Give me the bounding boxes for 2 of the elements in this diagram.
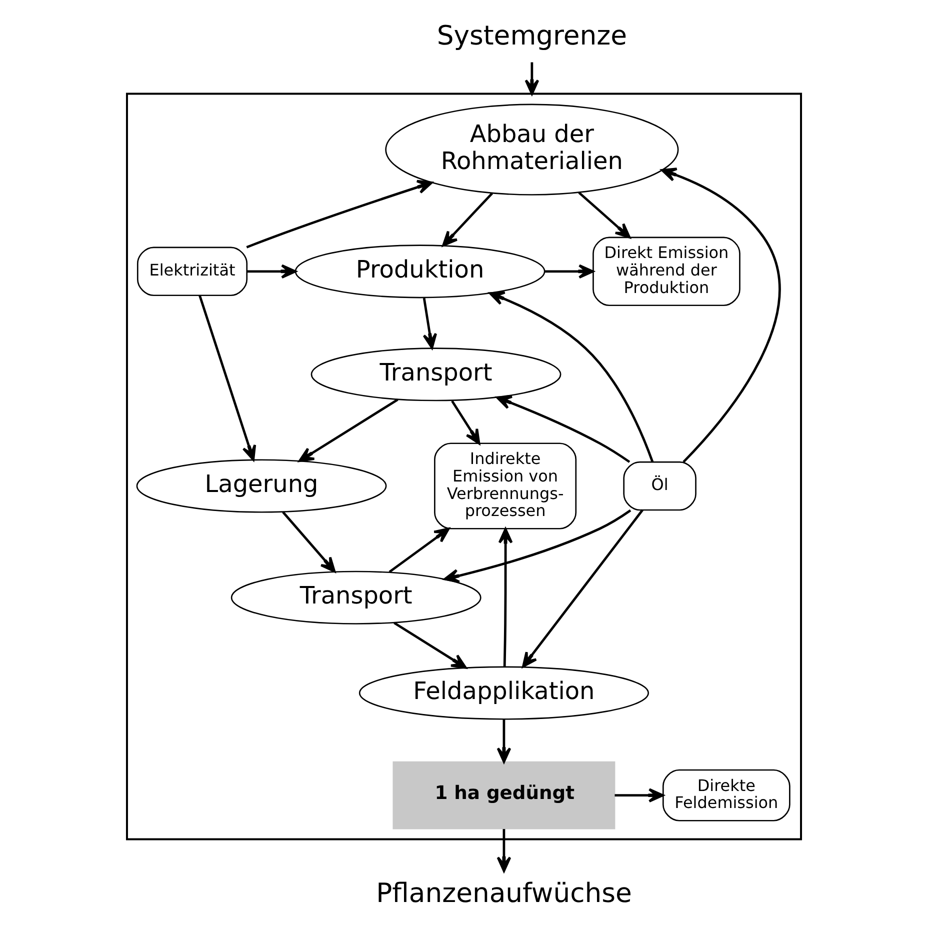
node-text: Pflanzenaufwüchse — [376, 878, 632, 909]
node-text: Systemgrenze — [436, 20, 627, 52]
